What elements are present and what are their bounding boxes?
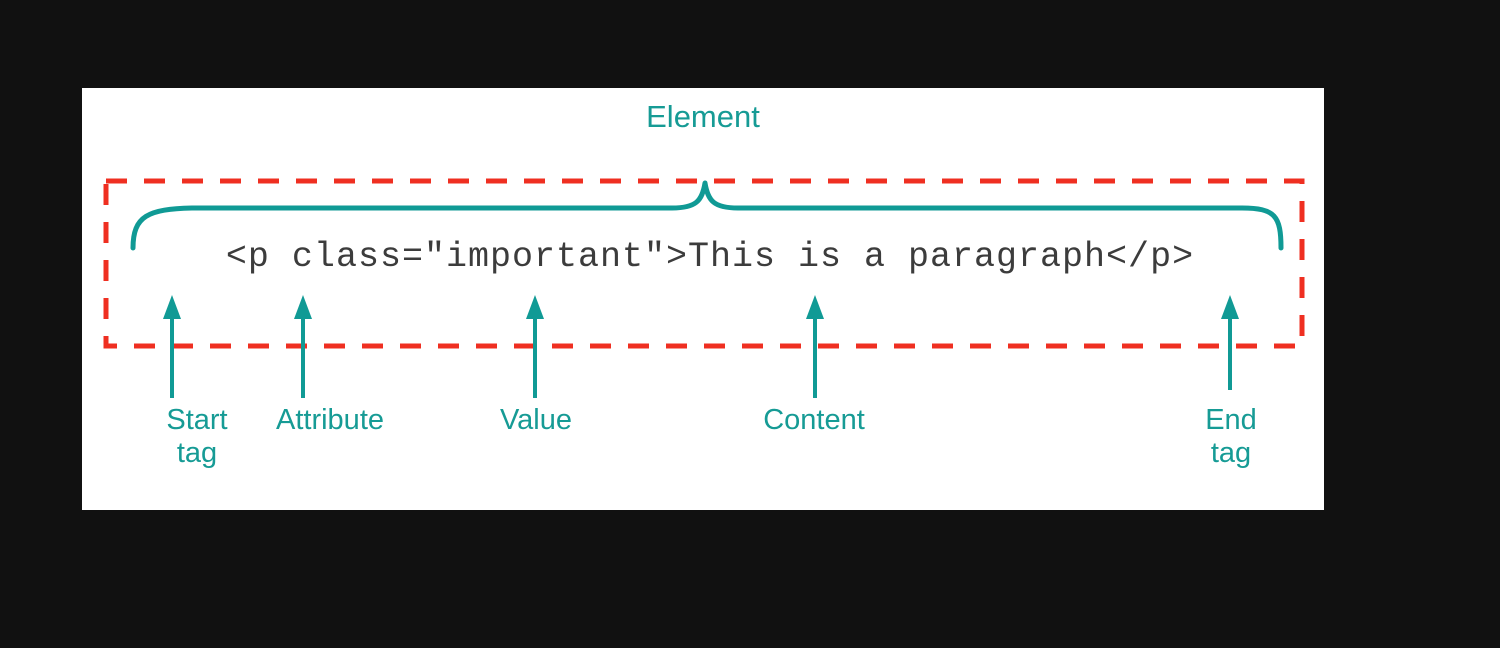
label-start-tag: Start tag: [166, 404, 228, 469]
label-value: Value: [499, 404, 573, 436]
arrow-start-tag: [163, 295, 181, 398]
diagram-panel: Element <p class="important">This is a p…: [82, 88, 1324, 510]
label-content: Content: [763, 404, 865, 436]
label-attribute: Attribute: [276, 404, 384, 436]
element-brace: [130, 180, 1284, 251]
label-end-tag: End tag: [1205, 404, 1257, 469]
label-element: Element: [646, 99, 760, 134]
element-dashed-box: [103, 178, 1305, 349]
callout-arrows: [163, 295, 1239, 398]
code-snippet: <p class="important">This is a paragraph…: [225, 237, 1195, 277]
arrow-end-tag: [1221, 295, 1239, 390]
arrow-content: [806, 295, 824, 398]
arrow-attribute: [294, 295, 312, 398]
arrow-value: [526, 295, 544, 398]
diagram-graphics: [103, 178, 1305, 398]
